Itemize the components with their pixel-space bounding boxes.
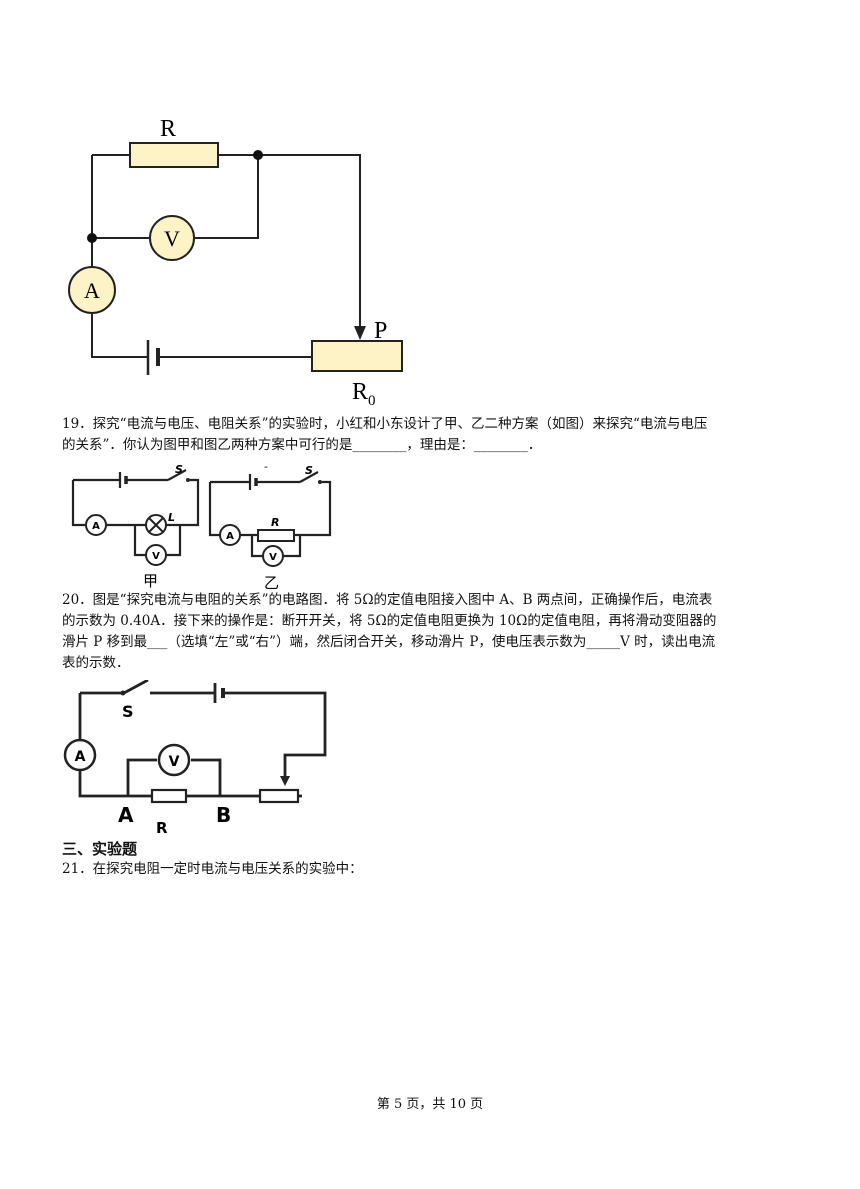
label-R0: R0 xyxy=(352,379,376,409)
label-S-jia: S xyxy=(175,463,183,476)
label-A-point: A xyxy=(118,803,134,827)
section-title: 三、实验题 xyxy=(62,840,138,858)
ammeter-circle xyxy=(68,266,116,314)
ammeter-yi xyxy=(219,524,241,546)
label-V-jia: V xyxy=(152,551,160,562)
rheostat xyxy=(258,788,300,804)
resistor-R xyxy=(150,788,188,804)
question-21: 21．在探究电阻一定时电流与电压关系的实验中： xyxy=(62,861,363,877)
wire xyxy=(126,758,157,796)
circuit-yi xyxy=(208,471,332,558)
label-A: A xyxy=(84,278,100,303)
junction-dot xyxy=(87,233,97,243)
label-A-jia: A xyxy=(92,521,100,532)
label-top-mark-yi: - xyxy=(264,460,268,473)
junction-dot xyxy=(253,150,263,160)
circuit-jia xyxy=(71,469,200,557)
switch-pivot xyxy=(120,690,126,696)
question-20-line-2: 的示数为 0.40A．接下来的操作是：断开开关，将 5Ω的定值电阻更换为 10Ω… xyxy=(62,613,717,629)
lamp-cross xyxy=(148,517,164,533)
label-V: V xyxy=(169,754,180,770)
wire xyxy=(191,758,222,796)
question-19-line-1: 19．探究“电流与电压、电阻关系”的实验时，小红和小东设计了甲、乙二种方案（如图… xyxy=(62,416,708,432)
ammeter-circle xyxy=(63,738,97,772)
wire xyxy=(218,154,361,328)
question-20-line-1: 20．图是“探究电流与电阻的关系”的电路图．将 5Ω的定值电阻接入图中 A、B … xyxy=(62,592,713,608)
label-A-meter: A xyxy=(75,749,86,765)
page-footer: 第 5 页，共 10 页 xyxy=(376,1097,484,1112)
ammeter-jia xyxy=(85,514,107,536)
question-19-line-2: 的关系”．你认为图甲和图乙两种方案中可行的是________，理由是：_____… xyxy=(62,437,542,453)
resistor-yi xyxy=(257,529,295,542)
voltmeter-jia xyxy=(145,544,167,566)
label-B-point: B xyxy=(216,803,231,827)
voltmeter-circle xyxy=(149,215,195,261)
question-19: 19．探究“电流与电压、电阻关系”的实验时，小红和小东设计了甲、乙二种方案（如图… xyxy=(62,414,842,456)
label-R-yi: R xyxy=(271,516,279,529)
wire xyxy=(194,155,259,239)
caption-yi: 乙 xyxy=(264,576,279,592)
label-S: S xyxy=(122,702,134,721)
figure-circuit-2: S L A V 甲 - S R A V 乙 xyxy=(71,460,332,592)
switch-pivot xyxy=(186,478,190,482)
label-L-jia: L xyxy=(168,511,175,524)
voltmeter-yi xyxy=(262,545,284,567)
label-S-yi: S xyxy=(305,464,313,477)
rheostat-R0 xyxy=(311,340,403,372)
figure-circuit-1: R V A P R0 xyxy=(68,116,403,409)
caption-jia: 甲 xyxy=(143,574,158,590)
label-V-yi: V xyxy=(269,552,277,563)
wire xyxy=(91,312,148,358)
label-V: V xyxy=(164,226,180,251)
label-R: R xyxy=(156,819,168,837)
label-P: P xyxy=(374,318,387,344)
figure-circuit-3: S A V A B R xyxy=(63,680,327,837)
label-R: R xyxy=(160,116,176,142)
question-20-line-3: 滑片 P 移到最___（选填“左”或“右”）端，然后闭合开关，移动滑片 P，使电… xyxy=(62,634,716,650)
question-20-line-4: 表的示数． xyxy=(62,655,130,671)
wire xyxy=(223,691,327,778)
label-A-yi: A xyxy=(226,531,234,542)
switch-pivot xyxy=(318,480,322,484)
slider-arrow xyxy=(280,776,290,786)
slider-arrow xyxy=(354,326,366,340)
resistor-R xyxy=(129,142,219,168)
switch-blade xyxy=(123,680,149,695)
question-20: 20．图是“探究电流与电阻的关系”的电路图．将 5Ω的定值电阻接入图中 A、B … xyxy=(62,590,842,674)
voltmeter-circle xyxy=(157,743,191,777)
wire xyxy=(78,770,152,798)
